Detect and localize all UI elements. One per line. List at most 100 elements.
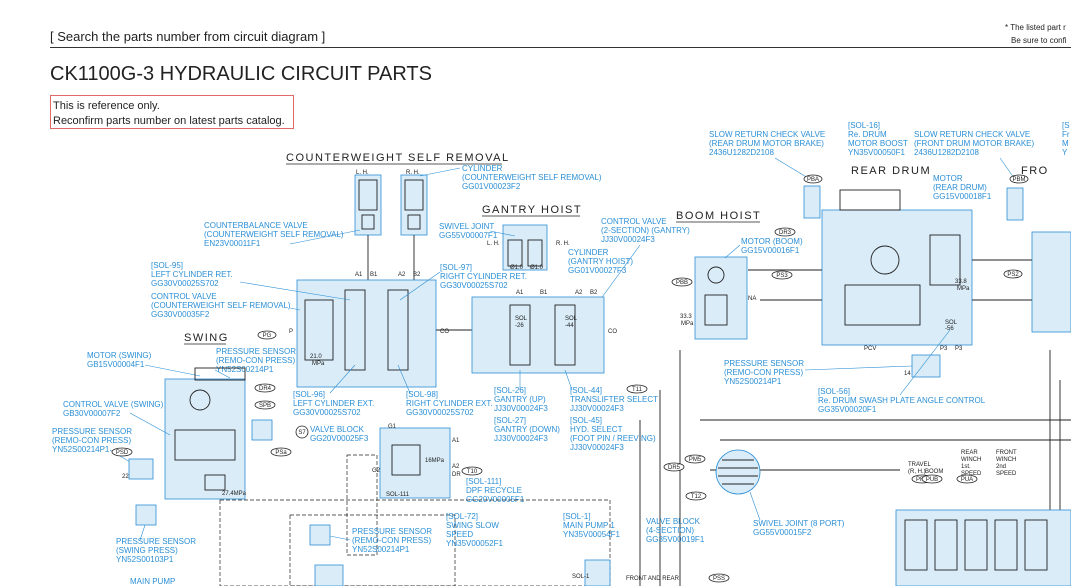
svg-text:GG01V00023F2: GG01V00023F2 (462, 182, 521, 191)
svg-text:2nd: 2nd (996, 464, 1006, 470)
label-sol-96: [SOL-96] (293, 390, 325, 399)
svg-text:EN23V00011F1: EN23V00011F1 (204, 239, 261, 248)
tag-s7[interactable] (295, 425, 309, 439)
label-sol-44: [SOL-44] (570, 386, 602, 395)
svg-text:(REMO-CON PRESS): (REMO-CON PRESS) (216, 356, 295, 365)
tag-ps3[interactable] (771, 270, 793, 280)
svg-text:GANTRY (UP): GANTRY (UP) (494, 395, 546, 404)
svg-text:(REMO-CON PRESS): (REMO-CON PRESS) (724, 368, 803, 377)
svg-text:(REMO-CON PRESS): (REMO-CON PRESS) (352, 536, 431, 545)
tag-dr3[interactable] (774, 227, 796, 237)
svg-text:GG35V00019F1: GG35V00019F1 (646, 535, 705, 544)
rear-drum-block[interactable] (821, 209, 973, 346)
tag-pba[interactable] (803, 174, 823, 184)
svg-text:22: 22 (122, 474, 129, 480)
main-valve-bank[interactable] (895, 509, 1071, 586)
section-counterweight: COUNTERWEIGHT SELF REMOVAL (286, 152, 510, 164)
svg-text:A2: A2 (575, 290, 583, 296)
gantry-control-valve[interactable] (471, 296, 605, 374)
svg-text:T10: T10 (467, 469, 478, 475)
swivel-joint-8-port[interactable] (715, 449, 761, 495)
front-drum-check-valve[interactable] (1006, 187, 1024, 221)
svg-text:LEFT CYLINDER EXT.: LEFT CYLINDER EXT. (293, 399, 374, 408)
header-title: [ Search the parts number from circuit d… (50, 29, 326, 44)
svg-text:PS2: PS2 (1007, 272, 1019, 278)
svg-text:(GANTRY HOIST): (GANTRY HOIST) (568, 257, 633, 266)
svg-text:S7: S7 (298, 430, 306, 436)
svg-text:A1: A1 (452, 438, 460, 444)
swing-pressure-sensor-2[interactable] (128, 458, 154, 480)
svg-text:B1: B1 (370, 272, 378, 278)
tag-psd[interactable] (111, 447, 133, 457)
svg-text:MPa: MPa (957, 286, 970, 292)
tag-psa[interactable] (270, 447, 292, 457)
label-pressure-sensor-1: PRESSURE SENSOR (216, 347, 296, 356)
tag-pss[interactable] (708, 573, 730, 583)
svg-text:P3: P3 (940, 346, 948, 352)
page-title: CK1100G-3 HYDRAULIC CIRCUIT PARTS (50, 63, 432, 85)
svg-text:[S: [S (1062, 121, 1070, 130)
tag-pm5[interactable] (684, 454, 706, 464)
label-counterbalance-valve: COUNTERBALANCE VALVE (204, 221, 308, 230)
svg-text:R. H.: R. H. (556, 241, 570, 247)
label-slow-return-2: SLOW RETURN CHECK VALVE (914, 130, 1030, 139)
rear-drum-check-valve[interactable] (803, 185, 821, 219)
label-control-valve-swing: CONTROL VALVE (SWING) (63, 400, 164, 409)
label-pressure-sensor-2: PRESSURE SENSOR (52, 427, 132, 436)
svg-text:JJ30V00024F3: JJ30V00024F3 (601, 235, 655, 244)
tag-t12[interactable] (685, 491, 707, 501)
disclaimer-line-2: Reconfirm parts number on latest parts c… (53, 115, 285, 127)
svg-text:MOTOR BOOST: MOTOR BOOST (848, 139, 908, 148)
gantry-cylinder[interactable] (502, 224, 548, 271)
main-pump-sol-1[interactable] (584, 559, 611, 586)
sol-72-valve[interactable] (314, 564, 344, 586)
cw-control-valve[interactable] (296, 279, 437, 388)
svg-text:(4-SECTION): (4-SECTION) (646, 526, 694, 535)
tag-pg[interactable] (257, 330, 277, 340)
svg-text:GG30V00025S702: GG30V00025S702 (293, 408, 361, 417)
tag-spb[interactable] (254, 400, 276, 410)
svg-text:PS3: PS3 (776, 273, 788, 279)
svg-text:GG30V00035F2: GG30V00035F2 (151, 310, 210, 319)
svg-text:JJ30V00024F3: JJ30V00024F3 (570, 404, 624, 413)
section-boom: BOOM HOIST (676, 210, 761, 222)
label-sol-97: [SOL-97] (440, 263, 472, 272)
tag-t10[interactable] (461, 466, 483, 476)
svg-text:PUB: PUB (926, 477, 938, 483)
svg-text:YN35V00054F1: YN35V00054F1 (563, 530, 620, 539)
svg-text:B2: B2 (590, 290, 598, 296)
svg-text:Y: Y (1062, 148, 1068, 157)
tag-pbb[interactable] (671, 277, 693, 287)
tag-ps2[interactable] (1003, 269, 1023, 279)
tag-dr5[interactable] (663, 462, 685, 472)
front-drum-block[interactable] (1031, 231, 1071, 333)
svg-text:YN52S00103P1: YN52S00103P1 (116, 555, 174, 564)
tag-t11[interactable] (626, 384, 648, 394)
svg-text:GG01V00027F3: GG01V00027F3 (568, 266, 627, 275)
label-valve-block: VALVE BLOCK (310, 425, 365, 434)
svg-text:Fr: Fr (1062, 130, 1070, 139)
tag-dr4[interactable] (254, 383, 276, 393)
svg-text:SOL-111: SOL-111 (386, 492, 410, 498)
label-slow-return-1: SLOW RETURN CHECK VALVE (709, 130, 825, 139)
svg-text:(FOOT PIN / REEVING): (FOOT PIN / REEVING) (570, 434, 656, 443)
svg-text:TRAVEL: TRAVEL (908, 462, 932, 468)
svg-text:TRANSLIFTER SELECT: TRANSLIFTER SELECT (570, 395, 658, 404)
svg-text:GG55V00007F1: GG55V00007F1 (439, 231, 498, 240)
tag-pub[interactable] (921, 474, 943, 484)
svg-text:G1: G1 (388, 424, 397, 430)
label-motor-boom: MOTOR (BOOM) (741, 237, 803, 246)
svg-text:YN52S00214P1: YN52S00214P1 (724, 377, 782, 386)
svg-text:YN52S00214P1: YN52S00214P1 (352, 545, 410, 554)
swing-pressure-sensor-1[interactable] (251, 419, 273, 441)
swing-slow-pressure-sensor[interactable] (309, 524, 331, 546)
svg-text:G2: G2 (372, 468, 381, 474)
svg-text:WINCH: WINCH (961, 457, 981, 463)
svg-text:A2: A2 (398, 272, 406, 278)
swing-press-sensor[interactable] (135, 504, 157, 526)
svg-text:PSa: PSa (275, 450, 287, 456)
svg-text:YN52S00214P1: YN52S00214P1 (52, 445, 110, 454)
tag-pua[interactable] (956, 474, 978, 484)
note-line-2: Be sure to confi (1011, 36, 1067, 45)
tag-pbm[interactable] (1009, 174, 1029, 184)
